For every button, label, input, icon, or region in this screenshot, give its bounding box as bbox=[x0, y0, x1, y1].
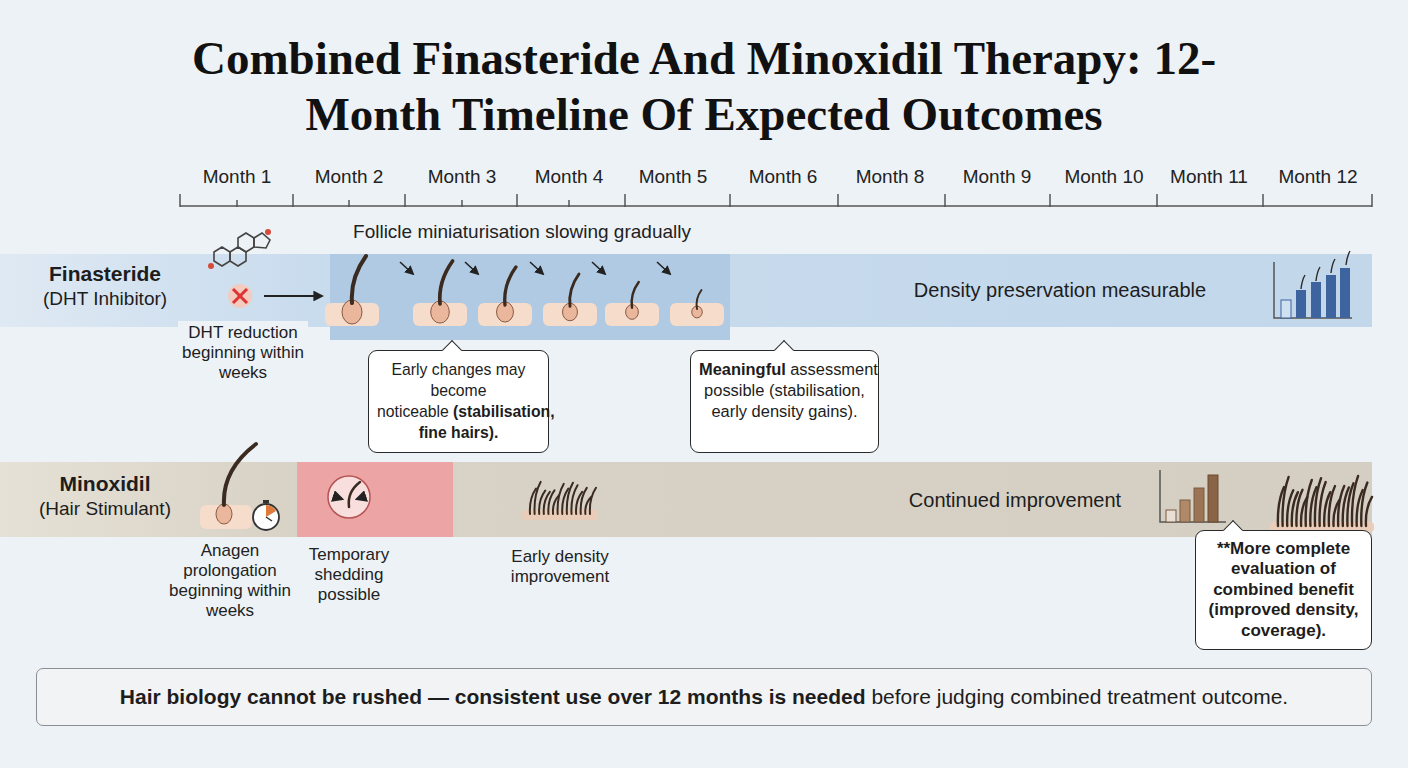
callout-box: Meaningfulassessment possible (stabilisa… bbox=[690, 350, 879, 453]
anagen-hair-icon bbox=[200, 444, 279, 530]
callout-pointer bbox=[774, 340, 794, 360]
shedding-icon bbox=[328, 476, 370, 518]
note-box: DHT reduction beginning within weeks bbox=[178, 321, 308, 393]
timeline-axis bbox=[180, 194, 1372, 207]
month-label: Month 2 bbox=[299, 166, 399, 188]
band-note: Continued improvement bbox=[865, 488, 1165, 512]
diagram-title: Combined Finasteride And Minoxidil Thera… bbox=[144, 30, 1264, 142]
callout-box: Early changes may become noticeable(stab… bbox=[368, 350, 549, 453]
month-label: Month 5 bbox=[623, 166, 723, 188]
finasteride-band: Finasteride(DHT Inhibitor) Density preser… bbox=[0, 254, 1372, 327]
month-label: Month 10 bbox=[1054, 166, 1154, 188]
band-title: Minoxidil bbox=[15, 471, 195, 496]
month-label: Month 12 bbox=[1268, 166, 1368, 188]
month-label: Month 6 bbox=[733, 166, 833, 188]
band-subtitle: (Hair Stimulant) bbox=[15, 498, 195, 521]
blocked-icon bbox=[228, 284, 252, 308]
note-text: DHT reduction beginning within weeks bbox=[180, 323, 306, 383]
minoxidil-band: Minoxidil(Hair Stimulant) Continued impro… bbox=[0, 462, 1372, 537]
callout-box: **More complete evaluation of combined b… bbox=[1195, 530, 1372, 650]
finasteride-active-zone bbox=[330, 254, 730, 340]
callout-pointer bbox=[442, 340, 462, 360]
phase-note: Early density improvement bbox=[494, 547, 626, 587]
summary-banner: Hair biology cannot be rushed — consiste… bbox=[36, 668, 1372, 726]
band-note: Density preservation measurable bbox=[870, 278, 1250, 302]
banner-emphasis: Hair biology cannot be rushed — consiste… bbox=[120, 685, 866, 709]
callout-emphasis: Meaningful bbox=[699, 360, 786, 378]
month-label: Month 3 bbox=[412, 166, 512, 188]
minoxidil-band-fill bbox=[0, 462, 1372, 537]
density-chart-icon bbox=[1274, 262, 1352, 318]
phase-note: Follicle miniaturisation slowing gradual… bbox=[302, 221, 742, 243]
callout-emphasis: **More complete evaluation of combined b… bbox=[1209, 539, 1359, 640]
banner-text: before judging combined treatment outcom… bbox=[871, 685, 1288, 709]
band-subtitle: (DHT Inhibitor) bbox=[15, 288, 195, 311]
month-label: Month 8 bbox=[840, 166, 940, 188]
improvement-chart-icon bbox=[1160, 470, 1226, 522]
month-label: Month 11 bbox=[1159, 166, 1259, 188]
shedding-zone bbox=[297, 462, 453, 537]
process-arrow bbox=[264, 295, 322, 297]
callout-pointer bbox=[1223, 520, 1243, 540]
band-title: Finasteride bbox=[15, 261, 195, 286]
month-label: Month 1 bbox=[187, 166, 287, 188]
month-label: Month 4 bbox=[519, 166, 619, 188]
dht-molecule-icon bbox=[208, 229, 271, 269]
hair-illustrations bbox=[325, 251, 1374, 532]
phase-note: Anagen prolongation beginning within wee… bbox=[169, 541, 291, 621]
phase-note: Temporary shedding possible bbox=[293, 545, 405, 605]
month-label: Month 9 bbox=[947, 166, 1047, 188]
